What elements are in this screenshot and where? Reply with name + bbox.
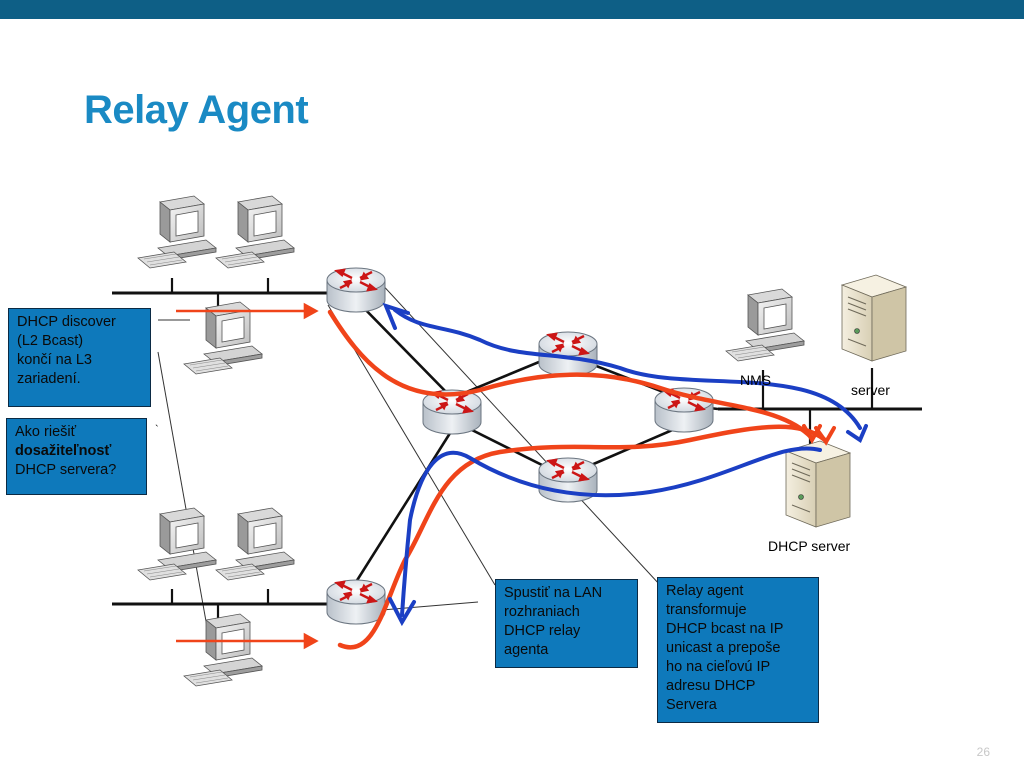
workstation-icon bbox=[137, 507, 217, 581]
router-icon bbox=[325, 266, 387, 314]
workstation-icon bbox=[183, 613, 263, 687]
router-icon bbox=[325, 578, 387, 626]
callout-relay-agent: Relay agent transformuje DHCP bcast na I… bbox=[657, 577, 819, 723]
workstation-icon bbox=[215, 507, 295, 581]
workstation-icon bbox=[725, 288, 805, 362]
callout-dhcp-discover: DHCP discover (L2 Bcast) končí na L3 zar… bbox=[8, 308, 151, 407]
workstation-icon bbox=[215, 195, 295, 269]
workstation-icon bbox=[137, 195, 217, 269]
top-bar bbox=[0, 0, 1024, 19]
router-icon bbox=[421, 388, 483, 436]
server-label: server bbox=[851, 382, 890, 398]
dhcp-server-label: DHCP server bbox=[768, 538, 851, 554]
slide-title: Relay Agent bbox=[84, 88, 309, 132]
stray-mark: ` bbox=[155, 424, 159, 436]
callout-reachability: Ako riešiť dosažiteľnosť DHCP servera? bbox=[6, 418, 147, 495]
server-icon bbox=[785, 440, 851, 528]
server-icon bbox=[841, 274, 907, 362]
callout-lan-relay: Spustiť na LAN rozhraniach DHCP relay ag… bbox=[495, 579, 638, 668]
nms-label: NMS bbox=[740, 372, 772, 388]
page-number: 26 bbox=[976, 745, 990, 759]
workstation-icon bbox=[183, 301, 263, 375]
